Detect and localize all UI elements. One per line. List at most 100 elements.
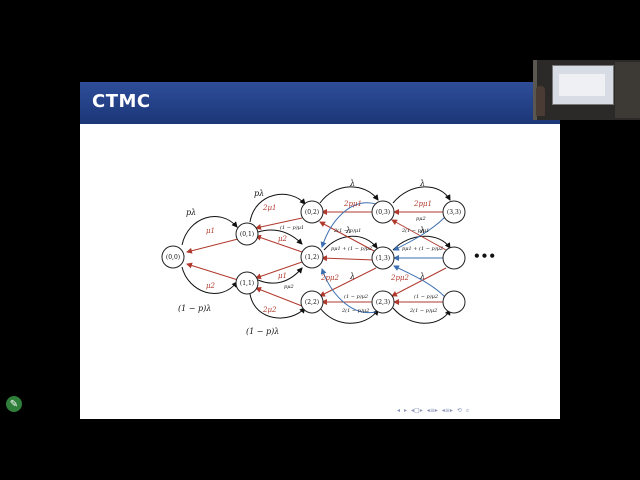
- webcam-wall: [533, 60, 537, 120]
- state-nodes: [161, 200, 466, 314]
- state-04: [442, 200, 466, 224]
- cross-03-12: [320, 202, 377, 248]
- label-lambda-6: λ: [419, 272, 425, 281]
- service-01-00: [186, 238, 239, 254]
- state-label-12: (1,2): [305, 254, 319, 261]
- state-23: [371, 290, 395, 314]
- cross-04-13: [393, 216, 446, 251]
- webcam-blackboard: [615, 62, 640, 118]
- service-13-02: [319, 221, 377, 253]
- nav-subsection-icon[interactable]: ◂≡▸: [441, 407, 453, 414]
- label-lambda-2: λ: [419, 179, 425, 188]
- state-24: [442, 290, 466, 314]
- label-1mp-lambda-left: (1 − p)λ: [178, 304, 211, 313]
- webcam-feed: [533, 60, 640, 120]
- nav-section-icon[interactable]: ◂≡▸: [426, 407, 438, 414]
- nav-zoom-icon[interactable]: ⌕: [465, 407, 470, 414]
- state-00: [161, 245, 185, 269]
- label-mixed-b: pμ1 + (1 − p)μ2: [402, 245, 443, 252]
- state-label-01: (0,1): [240, 231, 254, 238]
- service-13-12: [321, 255, 375, 262]
- label-mixed-a: pμ1 + (1 − p)μ2: [331, 245, 372, 252]
- service-12-11: [255, 261, 303, 280]
- arrival-11-22: [249, 293, 306, 319]
- service-labels: μ1 μ2 2μ1 μ2 μ1 2μ2 2pμ1 2pμ1 2pμ2 2pμ2: [206, 200, 432, 314]
- label-plambda-left: pλ: [186, 208, 196, 217]
- label-lambda-1: λ: [349, 179, 355, 188]
- label-lambda-4: λ: [419, 226, 425, 235]
- nav-next-icon[interactable]: ▸: [404, 407, 408, 414]
- slide: CTMC: [80, 82, 560, 419]
- webcam-presenter: [536, 86, 545, 116]
- label-2pmu1-b: 2pμ1: [413, 200, 432, 208]
- state-12: [300, 245, 324, 269]
- arrival-22-23: [319, 307, 379, 324]
- cross-24-13: [393, 265, 446, 298]
- arrival-labels: pλ pλ (1 − p)λ (1 − p)λ λ λ λ λ λ λ: [178, 179, 425, 336]
- ctmc-diagram: (0,0) (0,1) (1,1) (0,2) (1,2) (2,2) (0,3…: [161, 179, 496, 336]
- beamer-navigation: ◂ ▸ ◂□▸ ◂≡▸ ◂≡▸ ⟲ ⌕: [396, 407, 470, 415]
- label-mu2-mid: μ2: [278, 235, 288, 243]
- state-label-23: (2,3): [376, 299, 390, 306]
- arrival-03-04: [392, 186, 451, 204]
- service-22-11: [255, 287, 303, 307]
- webcam-projector-screen: [552, 65, 614, 105]
- service-14-23: [391, 267, 447, 297]
- arrival-12-13: [323, 235, 378, 251]
- webcam-screen-content: [559, 74, 605, 96]
- slide-titlebar: CTMC: [80, 82, 560, 124]
- arrival-11-12: [257, 267, 303, 284]
- state-01: [235, 222, 259, 246]
- arrival-23-24: [392, 307, 451, 324]
- slide-title: CTMC: [92, 91, 151, 112]
- arrival-00-01: [181, 216, 238, 246]
- nav-search-icon[interactable]: ⟲: [456, 407, 462, 414]
- state-labels: (0,0) (0,1) (1,1) (0,2) (1,2) (2,2) (0,3…: [166, 209, 461, 306]
- arrival-00-11: [181, 266, 238, 294]
- state-label-03: (0,3): [376, 209, 390, 216]
- label-1mp-lambda-bottom: (1 − p)λ: [246, 327, 279, 336]
- service-02-01: [255, 217, 303, 230]
- service-11-00: [186, 262, 239, 281]
- label-pmu1: pμ2: [416, 216, 426, 222]
- arrival-01-02: [249, 193, 306, 223]
- label-pmu2: pμ2: [284, 284, 294, 290]
- state-label-22: (2,2): [305, 299, 319, 306]
- state-label-04: (3,3): [447, 209, 461, 216]
- service-13-22: [319, 267, 377, 297]
- label-plambda-top: pλ: [254, 189, 264, 198]
- label-2mu1: 2μ1: [262, 204, 276, 212]
- state-11: [235, 271, 259, 295]
- service-14-03: [391, 219, 447, 251]
- service-12-01: [255, 234, 303, 253]
- label-lambda-5: λ: [349, 272, 355, 281]
- state-13: [371, 246, 395, 270]
- service-small-labels: (1 − p)μ1 pμ2 2(1 − p)μ1 2(1 − p)μ1 pμ1 …: [280, 216, 443, 314]
- label-1mp-mu1-a: (1 − p)μ1: [280, 224, 304, 231]
- arrival-transitions: [181, 186, 451, 324]
- nav-prev-icon[interactable]: ◂: [397, 407, 401, 414]
- service-transitions: [186, 209, 447, 307]
- label-2pmu1-a: 2pμ1: [343, 200, 362, 208]
- nav-frame-icon[interactable]: ◂□▸: [411, 407, 423, 414]
- arrival-02-03: [319, 186, 379, 204]
- label-2mu2: 2μ2: [262, 306, 277, 314]
- label-1mp-mu2-a: (1 − p)μ2: [344, 293, 368, 300]
- edit-pencil-icon[interactable]: ✎: [6, 396, 22, 412]
- label-2pmu2-a: 2pμ2: [320, 274, 339, 282]
- label-mu2: μ2: [206, 282, 216, 290]
- state-22: [300, 290, 324, 314]
- label-2pmu2-b: 2pμ2: [390, 274, 409, 282]
- state-label-13: (1,3): [376, 255, 390, 262]
- label-1mp-mu2-b: (1 − p)μ2: [414, 293, 438, 300]
- arrival-01-12: [257, 229, 303, 245]
- label-mu1: μ1: [206, 227, 215, 235]
- label-2-1mp-mu1-b: 2(1 − p)μ1: [401, 227, 429, 234]
- state-label-00: (0,0): [166, 254, 180, 261]
- state-03: [371, 200, 395, 224]
- state-label-02: (0,2): [305, 209, 319, 216]
- cross-transitions: [320, 202, 446, 314]
- continuation-ellipsis: •••: [473, 249, 496, 263]
- label-2-1mp-mu1-a: 2(1 − p)μ1: [333, 227, 361, 234]
- label-2-1mp-mu2-a: 2(1 − p)μ2: [341, 307, 369, 314]
